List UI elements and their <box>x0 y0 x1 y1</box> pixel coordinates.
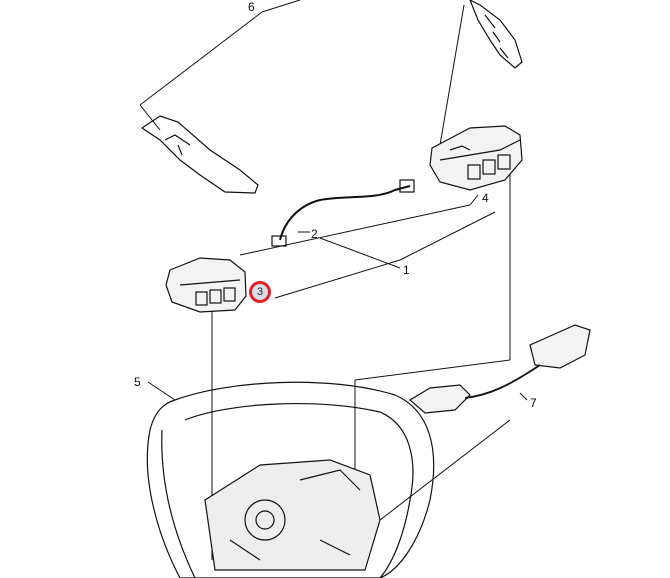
label-part-2: 2 <box>311 227 318 241</box>
steering-wheel <box>146 381 435 578</box>
wiring-harness <box>271 179 415 247</box>
label-part-1: 1 <box>403 263 410 277</box>
right-switch <box>429 125 523 191</box>
label-part-3: 3 <box>256 286 264 298</box>
paddle-switch <box>408 324 591 414</box>
label-part-6: 6 <box>248 0 255 14</box>
leader-lines <box>139 0 528 560</box>
trim-cover <box>140 115 259 194</box>
label-part-5: 5 <box>134 375 141 389</box>
label-part-4: 4 <box>482 191 489 205</box>
bezel-strip <box>469 0 523 69</box>
left-switch <box>165 257 247 313</box>
highlighted-callout-part-3[interactable]: 3 <box>249 281 271 303</box>
label-part-7: 7 <box>530 396 537 410</box>
